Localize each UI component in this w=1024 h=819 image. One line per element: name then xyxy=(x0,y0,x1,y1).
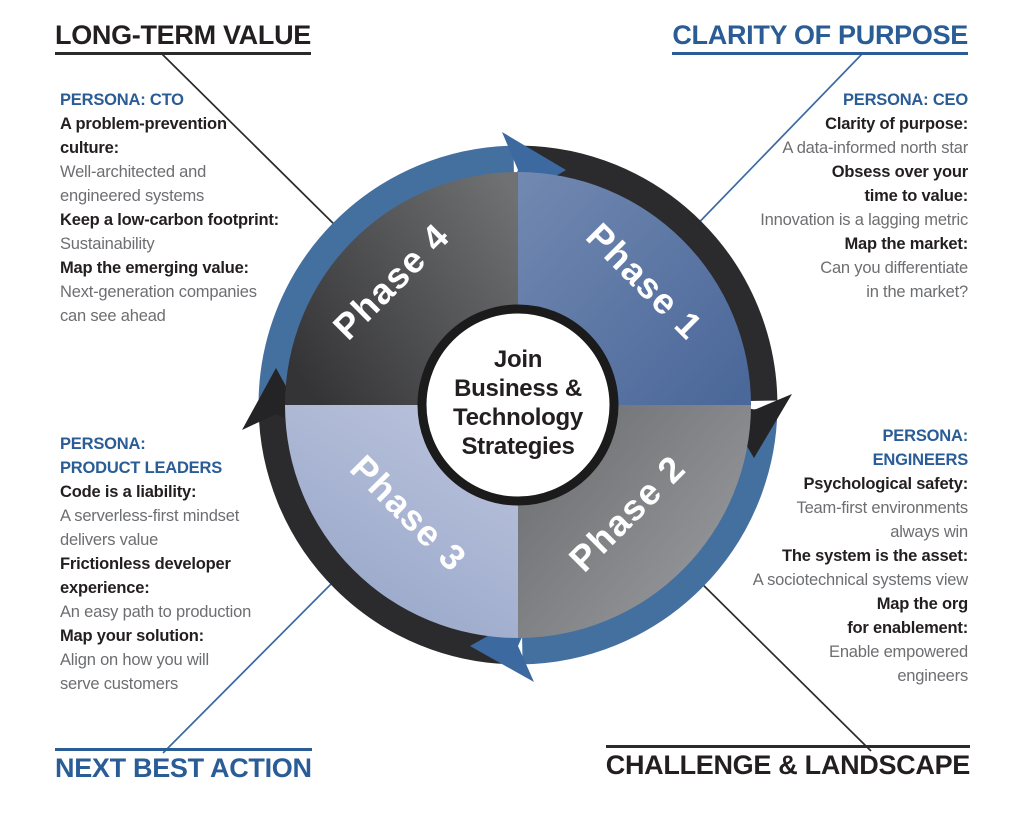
point-title: Code is a liability: xyxy=(60,480,251,504)
point-description: Sustainability xyxy=(60,232,279,256)
text-line: time to value: xyxy=(864,187,968,205)
text-line: A problem-prevention xyxy=(60,115,227,133)
text-line: Innovation is a lagging metric xyxy=(760,211,968,229)
point-description: Innovation is a lagging metric xyxy=(760,208,968,232)
point-title: Map the org for enablement: xyxy=(753,592,968,640)
point-description: A data-informed north star xyxy=(760,136,968,160)
text-line: Enable empowered xyxy=(829,643,968,661)
text-line: An easy path to production xyxy=(60,603,252,621)
text-line: PERSONA: CTO xyxy=(60,91,184,109)
text-line: Map the emerging value: xyxy=(60,259,249,277)
text-line: A data-informed north star xyxy=(782,139,968,157)
outer-arc-bottom-left-dark xyxy=(258,409,514,665)
text-line: Sustainability xyxy=(60,235,155,253)
point-title: Obsess over your time to value: xyxy=(760,160,968,208)
point-title: Keep a low-carbon footprint: xyxy=(60,208,279,232)
outer-arc-top-left-blue xyxy=(258,145,514,406)
text-line: Team-first environments xyxy=(796,499,969,517)
heading-long-term-value: LONG-TERM VALUE xyxy=(55,20,311,56)
point-title: Frictionless developer experience: xyxy=(60,552,251,600)
text-line: delivers value xyxy=(60,531,159,549)
point-description: Can you differentiate in the market? xyxy=(760,256,968,304)
panel-persona-cto: PERSONA: CTO A problem-prevention cultur… xyxy=(60,88,279,328)
text-line: ENGINEERS xyxy=(872,451,969,469)
point-title: Map the market: xyxy=(760,232,968,256)
heading-clarity-of-purpose: CLARITY OF PURPOSE xyxy=(672,20,968,56)
text-line: The system is the asset: xyxy=(782,547,968,565)
center-text-line: Join xyxy=(494,346,542,373)
text-line: Map the org xyxy=(876,595,969,613)
text-line: for enablement: xyxy=(847,619,968,637)
panel-persona-ceo: PERSONA: CEO Clarity of purpose: A data-… xyxy=(760,88,968,304)
text-line: Map your solution: xyxy=(60,627,204,645)
center-text-line: Strategies xyxy=(461,433,574,460)
connector-line-top-left xyxy=(161,53,347,237)
outer-arc-top-right-dark xyxy=(522,145,778,401)
text-line: experience: xyxy=(60,579,150,597)
persona-label: PERSONA: PRODUCT LEADERS xyxy=(60,432,251,480)
point-description: An easy path to production xyxy=(60,600,251,624)
point-description: Align on how you will serve customers xyxy=(60,648,251,696)
point-title: Map the emerging value: xyxy=(60,256,279,280)
heading-challenge-landscape: CHALLENGE & LANDSCAPE xyxy=(605,745,970,780)
point-description: Next-generation companies can see ahead xyxy=(60,280,279,328)
text-line: Clarity of purpose: xyxy=(825,115,968,133)
center-text-line: Business & xyxy=(454,375,582,402)
text-line: Well-architected and xyxy=(60,163,207,181)
heading-next-best-action: NEXT BEST ACTION xyxy=(55,748,312,783)
text-line: can see ahead xyxy=(60,307,166,325)
persona-label: PERSONA: CEO xyxy=(760,88,968,112)
text-line: engineers xyxy=(897,667,968,685)
text-line: Code is a liability: xyxy=(60,483,197,501)
text-line: A serverless-first mindset xyxy=(60,507,240,525)
center-text-line: Technology xyxy=(453,404,584,431)
point-description: Enable empowered engineers xyxy=(753,640,968,688)
text-line: PERSONA: xyxy=(882,427,969,445)
point-title: Map your solution: xyxy=(60,624,251,648)
text-line: Psychological safety: xyxy=(803,475,968,493)
point-title: Psychological safety: xyxy=(753,472,968,496)
text-line: serve customers xyxy=(60,675,179,693)
text-line: Keep a low-carbon footprint: xyxy=(60,211,279,229)
text-line: engineered systems xyxy=(60,187,205,205)
text-line: Map the market: xyxy=(844,235,968,253)
panel-persona-product-leaders: PERSONA: PRODUCT LEADERS Code is a liabi… xyxy=(60,432,251,696)
text-line: A sociotechnical systems view xyxy=(752,571,968,589)
text-line: PRODUCT LEADERS xyxy=(60,459,223,477)
text-line: Obsess over your xyxy=(831,163,968,181)
point-description: A serverless-first mindset delivers valu… xyxy=(60,504,251,552)
point-title: Clarity of purpose: xyxy=(760,112,968,136)
point-description: Team-first environments always win xyxy=(753,496,969,544)
persona-label: PERSONA: ENGINEERS xyxy=(753,424,969,472)
text-line: Frictionless developer xyxy=(60,555,231,573)
point-title: A problem-prevention culture: xyxy=(60,112,279,160)
persona-label: PERSONA: CTO xyxy=(60,88,279,112)
connector-line-bottom-left xyxy=(162,570,345,754)
point-description: A sociotechnical systems view xyxy=(753,568,968,592)
connector-line-bottom-right xyxy=(686,568,872,752)
point-title: The system is the asset: xyxy=(753,544,968,568)
text-line: always win xyxy=(890,523,968,541)
connector-line-top-right xyxy=(683,53,863,239)
point-description: Well-architected and engineered systems xyxy=(60,160,279,208)
panel-persona-engineers: PERSONA: ENGINEERS Psychological safety:… xyxy=(753,424,968,688)
text-line: Next-generation companies xyxy=(60,283,257,301)
text-line: culture: xyxy=(60,139,119,157)
text-line: in the market? xyxy=(866,283,968,301)
outer-arc-bottom-right-blue xyxy=(522,409,778,665)
text-line: Align on how you will xyxy=(60,651,209,669)
center-circle xyxy=(417,304,619,506)
text-line: PERSONA: xyxy=(60,435,146,453)
text-line: PERSONA: CEO xyxy=(842,91,968,109)
text-line: Can you differentiate xyxy=(820,259,968,277)
